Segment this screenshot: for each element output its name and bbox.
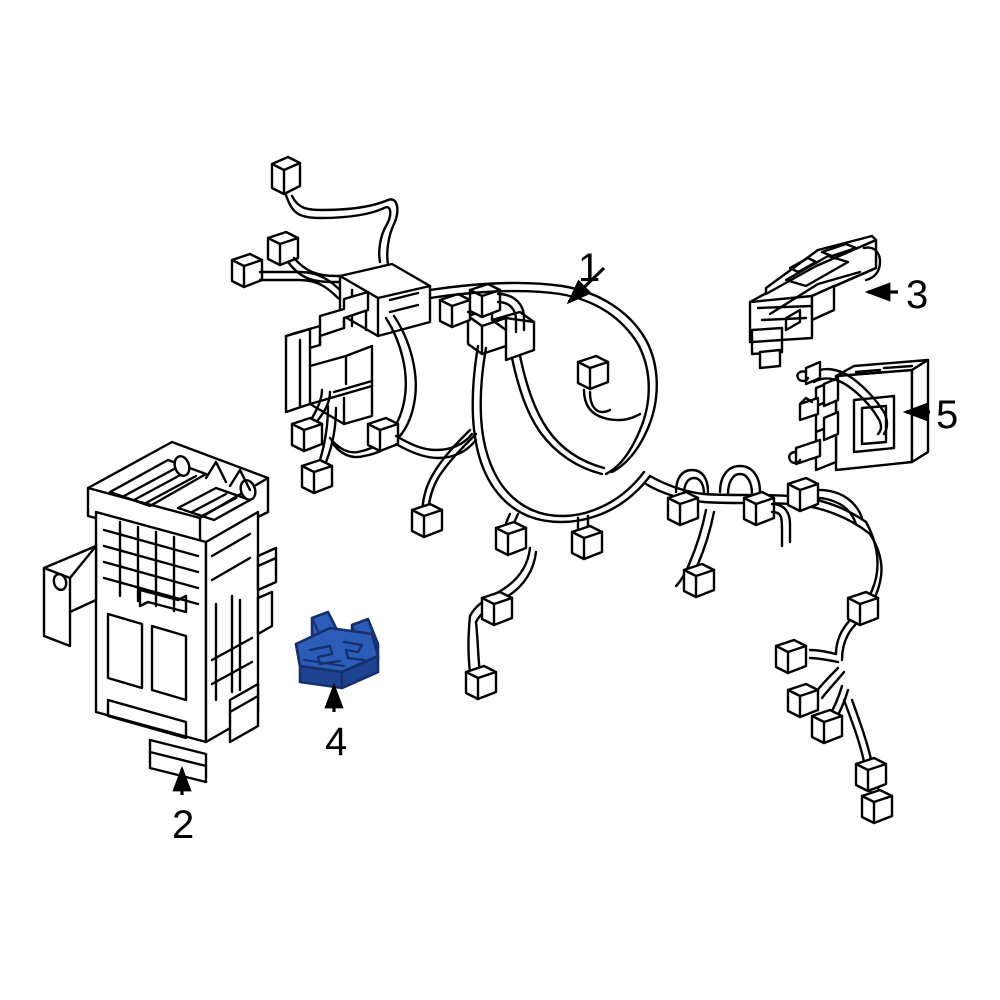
callout-arrow-1 xyxy=(566,266,606,305)
harness-connector xyxy=(666,490,700,527)
part-4-blade-fuse xyxy=(294,610,380,690)
harness-connector xyxy=(742,490,776,527)
callout-label-2: 2 xyxy=(172,803,195,847)
harness-saddle-block xyxy=(466,306,536,362)
harness-connector xyxy=(300,458,334,495)
harness-connector xyxy=(480,590,514,627)
harness-connector xyxy=(860,788,894,825)
harness-connector xyxy=(786,682,820,719)
harness-connector xyxy=(438,292,472,329)
harness-connector xyxy=(774,638,808,675)
part-2-junction-fuse-box xyxy=(42,440,278,784)
harness-connector xyxy=(230,252,264,289)
harness-connector xyxy=(270,155,302,196)
callout-label-5: 5 xyxy=(936,393,959,437)
part-3-relay-module xyxy=(748,234,882,370)
harness-connector xyxy=(810,708,844,745)
callout-arrows xyxy=(172,266,930,795)
part-5-control-unit-module xyxy=(788,358,930,472)
harness-connector xyxy=(266,230,300,267)
part-1-instrument-panel-harness xyxy=(230,155,894,825)
harness-connector xyxy=(846,590,880,627)
harness-connector xyxy=(464,664,498,701)
callout-label-3: 3 xyxy=(906,273,929,317)
callout-label-1: 1 xyxy=(578,246,601,290)
callout-label-4: 4 xyxy=(325,720,348,764)
harness-connector xyxy=(570,524,604,561)
harness-connector xyxy=(366,416,400,453)
harness-connector xyxy=(468,282,502,319)
harness-connector xyxy=(410,502,444,539)
harness-connector xyxy=(786,476,820,513)
harness-connector xyxy=(290,416,324,453)
harness-connector xyxy=(682,562,716,599)
harness-connector xyxy=(494,520,528,557)
harness-connector xyxy=(576,354,610,391)
harness-connector xyxy=(854,756,888,793)
